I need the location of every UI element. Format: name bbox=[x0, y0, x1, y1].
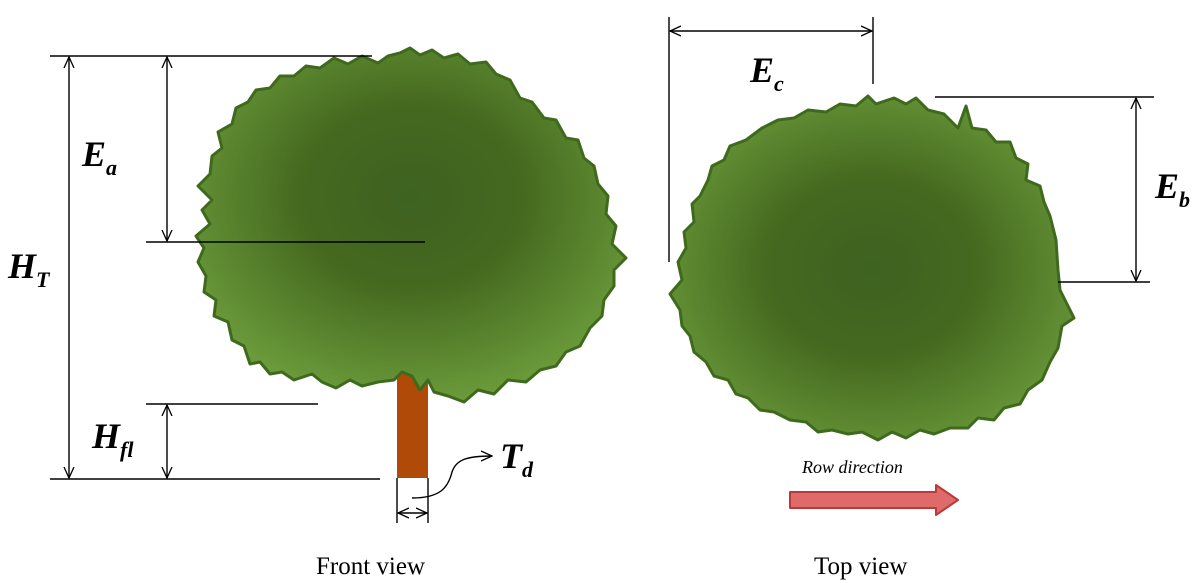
front-view: HT Ea Hfl Td Front view bbox=[7, 46, 628, 580]
hfl-label: Hfl bbox=[91, 416, 134, 462]
top-view-caption: Top view bbox=[814, 553, 907, 580]
ht-label: HT bbox=[7, 246, 51, 292]
eb-label: Eb bbox=[1154, 166, 1190, 212]
ea-label: Ea bbox=[81, 134, 117, 180]
row-direction-label: Row direction bbox=[801, 457, 903, 477]
td-label: Td bbox=[500, 436, 534, 482]
top-tree-crown bbox=[668, 94, 1076, 442]
front-tree-crown bbox=[194, 46, 628, 404]
top-view: Ec Eb Row direction Top view bbox=[668, 17, 1190, 580]
ec-label: Ec bbox=[749, 50, 784, 96]
front-view-caption: Front view bbox=[316, 553, 425, 580]
row-direction-arrow bbox=[789, 484, 959, 516]
td-leader-arrow bbox=[411, 456, 492, 499]
